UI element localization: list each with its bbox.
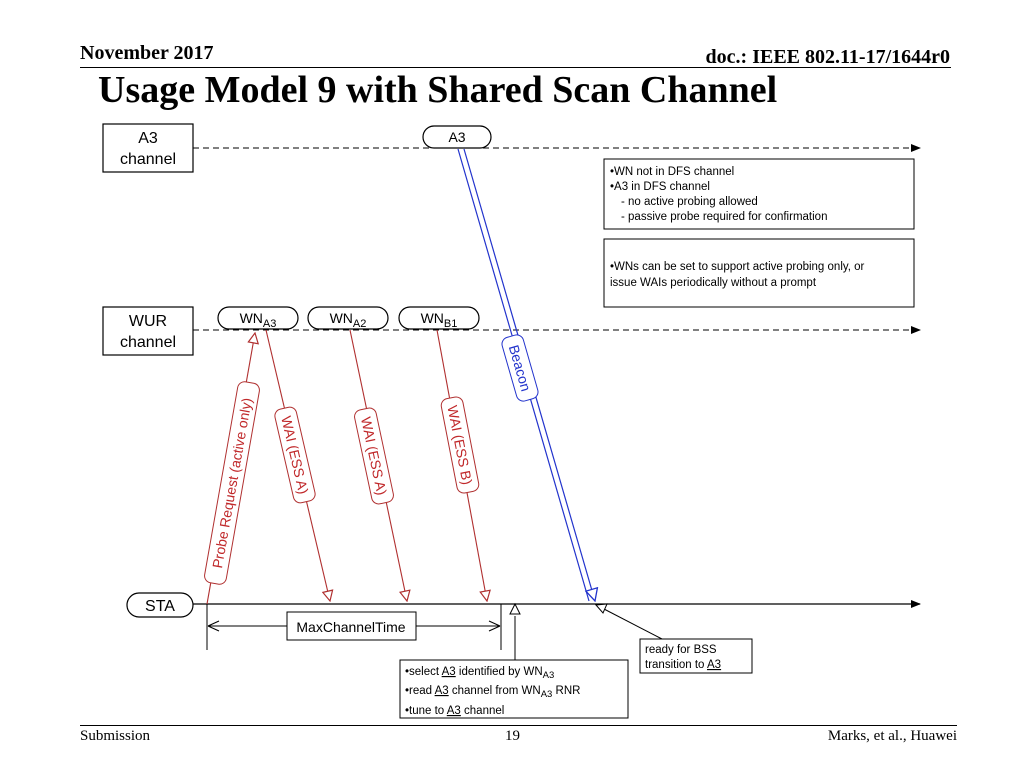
- wn-b1-label: WNB1: [421, 310, 458, 330]
- ready-line-2: transition to A3: [645, 659, 721, 671]
- max-channel-time-label: MaxChannelTime: [296, 619, 405, 635]
- max-channel-time-box: [286, 611, 417, 641]
- ready-box: [639, 638, 753, 674]
- wn-a2-pill: [307, 306, 389, 330]
- wn-b1-pill: [398, 306, 480, 330]
- max-channel-time-left-head: [207, 620, 220, 632]
- sta-channel: STA: [126, 592, 921, 618]
- max-channel-time-right-head: [488, 620, 501, 632]
- a3-channel-label-2: channel: [120, 151, 176, 168]
- step-read: •read A3 channel from WNA3 RNR: [405, 685, 580, 700]
- wur-channel: WUR channel WNA3 WNA2 WNB1: [102, 306, 921, 356]
- header-date: November 2017: [80, 42, 214, 64]
- a3-channel: A3 channel A3: [102, 123, 921, 173]
- step-tune: •tune to A3 channel: [405, 705, 504, 717]
- note-dfs-line-3: - no active probing allowed: [621, 196, 758, 208]
- wur-channel-label-1: WUR: [129, 313, 167, 330]
- steps-callout: •select A3 identified by WNA3 •read A3 c…: [399, 602, 629, 719]
- beacon-tag-box: [501, 334, 539, 402]
- wai-ess-b-tag: WAI (ESS B): [440, 396, 480, 494]
- a3-channel-label-1: A3: [138, 130, 158, 147]
- note-wn-probing-box: [603, 238, 915, 308]
- header-divider: [80, 67, 951, 68]
- wur-channel-box: [102, 306, 194, 356]
- max-channel-time: MaxChannelTime: [206, 604, 502, 650]
- ready-pointer-line: [603, 608, 663, 640]
- wai-ess-a-1-tag: WAI (ESS A): [274, 406, 316, 504]
- header-doc-id: doc.: IEEE 802.11-17/1644r0: [705, 46, 950, 68]
- footer-submission: Submission: [80, 728, 151, 744]
- note-dfs-line-1: •WN not in DFS channel: [610, 166, 734, 178]
- note-dfs-line-4: - passive probe required for confirmatio…: [621, 211, 827, 223]
- ready-pointer-head: [594, 603, 608, 614]
- wn-a3-pill: [217, 306, 299, 330]
- note-wn-probing: •WNs can be set to support active probin…: [603, 238, 915, 308]
- wai-ess-a-2-tag: WAI (ESS A): [354, 407, 394, 505]
- ready-line-1: ready for BSS: [645, 644, 717, 656]
- sta-label: STA: [145, 598, 175, 615]
- note-wn-probing-line-1: •WNs can be set to support active probin…: [610, 261, 865, 273]
- wn-a2-label: WNA2: [330, 310, 367, 330]
- footer-divider: [80, 725, 957, 726]
- ready-callout: ready for BSS transition to A3: [594, 603, 753, 674]
- note-wn-probing-line-2: issue WAIs periodically without a prompt: [610, 277, 817, 289]
- sta-pill: [126, 592, 194, 618]
- note-dfs-box: [603, 158, 915, 230]
- step-select: •select A3 identified by WNA3: [405, 666, 554, 681]
- beacon-tag: Beacon: [501, 334, 539, 402]
- probe-request-tag-box: [204, 381, 260, 585]
- wn-a3-label: WNA3: [240, 310, 277, 330]
- probe-request-tag: Probe Request (active only): [204, 381, 260, 585]
- steps-box: [399, 659, 629, 719]
- a3-node-pill: [422, 125, 492, 149]
- slide-title: Usage Model 9 with Shared Scan Channel: [98, 69, 778, 111]
- note-dfs-line-2: •A3 in DFS channel: [610, 181, 710, 193]
- a3-node-label: A3: [448, 129, 465, 145]
- wur-channel-label-2: channel: [120, 334, 176, 351]
- wai-ess-b-tag-box: [440, 396, 480, 494]
- steps-pointer-head: [509, 602, 521, 615]
- wai-ess-a-1-tag-box: [274, 406, 316, 504]
- footer-page-number: 19: [505, 728, 520, 744]
- wai-ess-a-2-tag-box: [354, 407, 394, 505]
- footer-authors: Marks, et al., Huawei: [827, 728, 957, 744]
- note-dfs: •WN not in DFS channel •A3 in DFS channe…: [603, 158, 915, 230]
